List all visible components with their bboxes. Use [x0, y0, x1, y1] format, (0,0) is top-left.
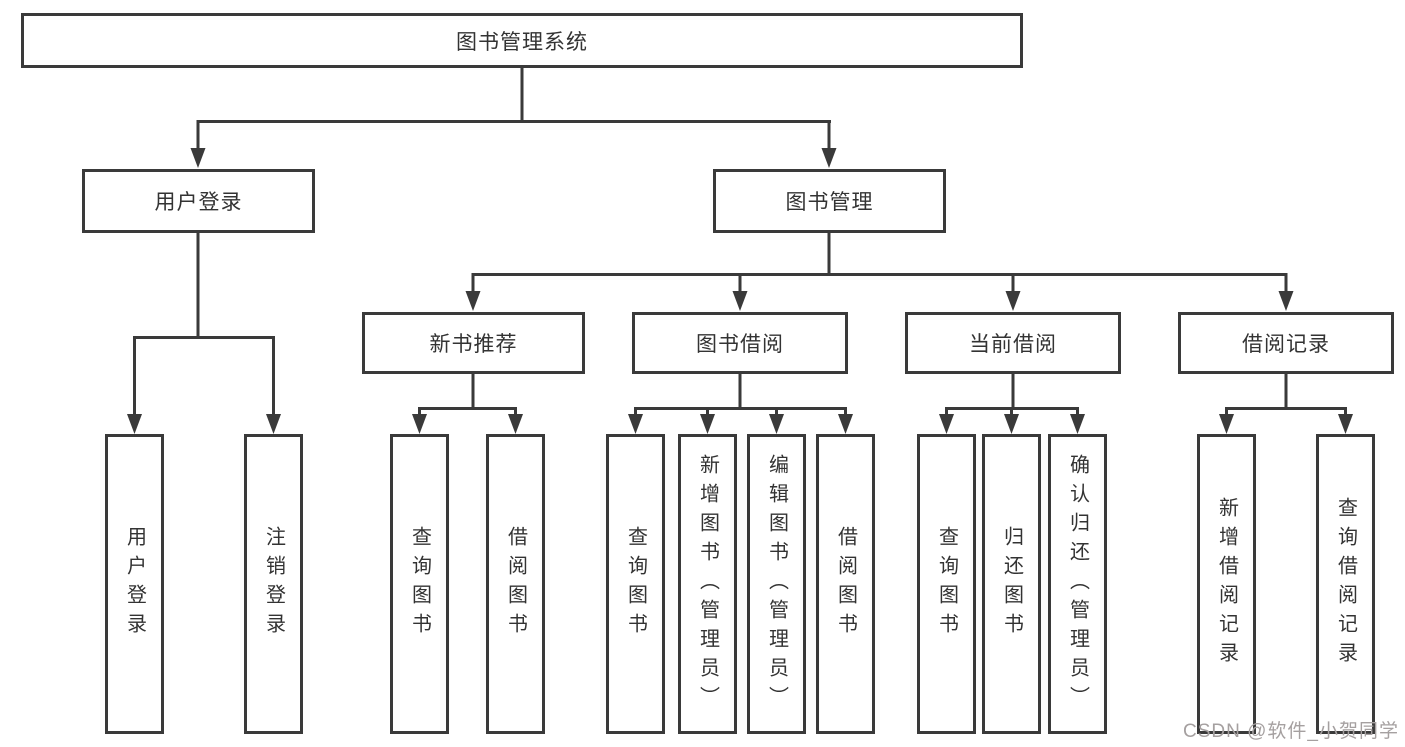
leaf-edit-books-admin-label: 编辑图书（管理员） [765, 453, 788, 715]
leaf-query-borrow-record: 查询借阅记录 [1316, 434, 1375, 734]
leaf-query-books-label: 查询图书 [408, 526, 431, 642]
node-new-book-recommendation: 新书推荐 [362, 312, 585, 374]
leaf-confirm-return-admin: 确认归还（管理员） [1048, 434, 1107, 734]
leaf-add-borrow-record: 新增借阅记录 [1197, 434, 1256, 734]
leaf-user-login: 用户登录 [105, 434, 164, 734]
leaf-query-borrow-record-label: 查询借阅记录 [1334, 497, 1357, 671]
leaf-query-books: 查询图书 [606, 434, 665, 734]
leaf-return-books-label: 归还图书 [1000, 526, 1023, 642]
connector-newbooks-to-leaves [418, 374, 517, 418]
leaf-query-books-label: 查询图书 [624, 526, 647, 642]
connector-records-to-leaves [1225, 374, 1347, 418]
node-book-borrowing: 图书借阅 [632, 312, 848, 374]
leaf-add-books-admin: 新增图书（管理员） [678, 434, 737, 734]
leaf-query-books-label: 查询图书 [935, 526, 958, 642]
arrowheads [127, 148, 1353, 434]
node-book-borrowing-label: 图书借阅 [696, 333, 784, 356]
node-library-system: 图书管理系统 [21, 13, 1023, 68]
node-book-management: 图书管理 [713, 169, 946, 233]
leaf-query-books: 查询图书 [917, 434, 976, 734]
leaf-borrow-books: 借阅图书 [816, 434, 875, 734]
node-borrowing-records-label: 借阅记录 [1242, 333, 1330, 356]
connector-bookborrow-to-leaves [634, 374, 847, 418]
connector-currentborrow-to-leaves [945, 374, 1079, 418]
connector-bookmgmt-to-level3 [471, 233, 1288, 294]
leaf-borrow-books-label: 借阅图书 [834, 526, 857, 642]
leaf-add-borrow-record-label: 新增借阅记录 [1215, 497, 1238, 671]
leaf-borrow-books-label: 借阅图书 [504, 526, 527, 642]
leaf-logout-label: 注销登录 [262, 526, 285, 642]
leaf-return-books: 归还图书 [982, 434, 1041, 734]
leaf-confirm-return-admin-label: 确认归还（管理员） [1066, 453, 1089, 715]
connector-userlogin-to-leaves [133, 233, 275, 417]
node-book-management-label: 图书管理 [785, 191, 874, 214]
node-new-book-recommendation-label: 新书推荐 [429, 333, 518, 356]
node-user-login: 用户登录 [82, 169, 315, 233]
node-library-system-label: 图书管理系统 [456, 30, 588, 54]
node-current-borrowing: 当前借阅 [905, 312, 1121, 374]
leaf-user-login-label: 用户登录 [123, 526, 146, 642]
leaf-borrow-books: 借阅图书 [486, 434, 545, 734]
connector-root-to-level2 [196, 68, 831, 152]
node-current-borrowing-label: 当前借阅 [969, 333, 1057, 356]
node-borrowing-records: 借阅记录 [1178, 312, 1394, 374]
csdn-watermark: CSDN @软件_小贺同学 [1183, 721, 1399, 742]
leaf-add-books-admin-label: 新增图书（管理员） [696, 453, 719, 715]
leaf-query-books: 查询图书 [390, 434, 449, 734]
node-user-login-label: 用户登录 [154, 191, 243, 214]
leaf-edit-books-admin: 编辑图书（管理员） [747, 434, 806, 734]
leaf-logout: 注销登录 [244, 434, 303, 734]
